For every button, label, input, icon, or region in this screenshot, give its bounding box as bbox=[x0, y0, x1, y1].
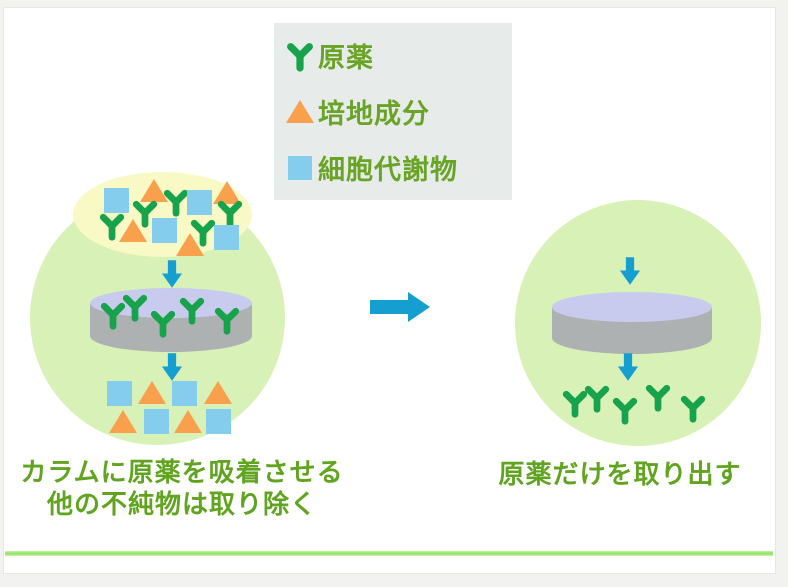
metabolite-icon bbox=[282, 155, 318, 180]
metabolite-icon bbox=[206, 409, 231, 434]
legend-item-metabolite: 細胞代謝物 bbox=[282, 140, 512, 196]
metabolite-icon bbox=[144, 409, 169, 434]
column-cylinder-right bbox=[552, 292, 712, 354]
process-arrow-icon bbox=[370, 292, 430, 322]
medium-component-icon bbox=[140, 179, 168, 202]
antibody-icon bbox=[282, 40, 318, 72]
metabolite-icon bbox=[152, 218, 177, 243]
down-arrow-icon bbox=[619, 257, 641, 285]
caption-line: カラムに原薬を吸着させる bbox=[20, 458, 344, 488]
caption-line: 他の不純物は取り除く bbox=[46, 490, 317, 520]
bottom-divider bbox=[5, 551, 773, 556]
metabolite-icon bbox=[107, 381, 132, 406]
legend-label: 原薬 bbox=[318, 43, 374, 74]
medium-component-icon bbox=[204, 381, 232, 404]
medium-component-icon bbox=[174, 410, 202, 433]
left-step-caption: カラムに原薬を吸着させる 他の不純物は取り除く bbox=[4, 457, 360, 521]
medium-component-icon bbox=[119, 219, 147, 242]
antibody-icon bbox=[120, 292, 150, 322]
medium-component-icon bbox=[109, 410, 137, 433]
metabolite-icon bbox=[172, 381, 197, 406]
caption-line: 原薬だけを取り出す bbox=[498, 460, 742, 490]
antibody-icon bbox=[610, 395, 640, 425]
antibody-icon bbox=[215, 198, 245, 228]
metabolite-icon bbox=[187, 190, 212, 215]
antibody-icon bbox=[678, 393, 708, 423]
antibody-icon bbox=[643, 382, 673, 412]
column-top bbox=[552, 292, 712, 322]
medium-component-icon bbox=[282, 100, 318, 123]
medium-component-icon bbox=[138, 381, 166, 404]
metabolite-icon bbox=[214, 225, 239, 250]
down-arrow-icon bbox=[617, 353, 639, 381]
right-step-caption: 原薬だけを取り出す bbox=[455, 459, 785, 491]
antibody-icon bbox=[582, 383, 612, 413]
medium-component-icon bbox=[176, 233, 204, 256]
legend-label: 培地成分 bbox=[318, 99, 430, 130]
legend-label: 細胞代謝物 bbox=[318, 155, 458, 186]
metabolite-icon bbox=[104, 188, 129, 213]
antibody-icon bbox=[177, 295, 207, 325]
down-arrow-icon bbox=[161, 260, 183, 288]
antibody-icon bbox=[148, 308, 178, 338]
down-arrow-icon bbox=[161, 353, 183, 381]
legend-item-medium-component: 培地成分 bbox=[282, 84, 512, 140]
antibody-icon bbox=[212, 305, 242, 335]
legend: 原薬 培地成分 細胞代謝物 bbox=[274, 23, 512, 200]
medium-component-icon bbox=[213, 181, 241, 204]
legend-item-drug-substance: 原薬 bbox=[282, 28, 512, 84]
